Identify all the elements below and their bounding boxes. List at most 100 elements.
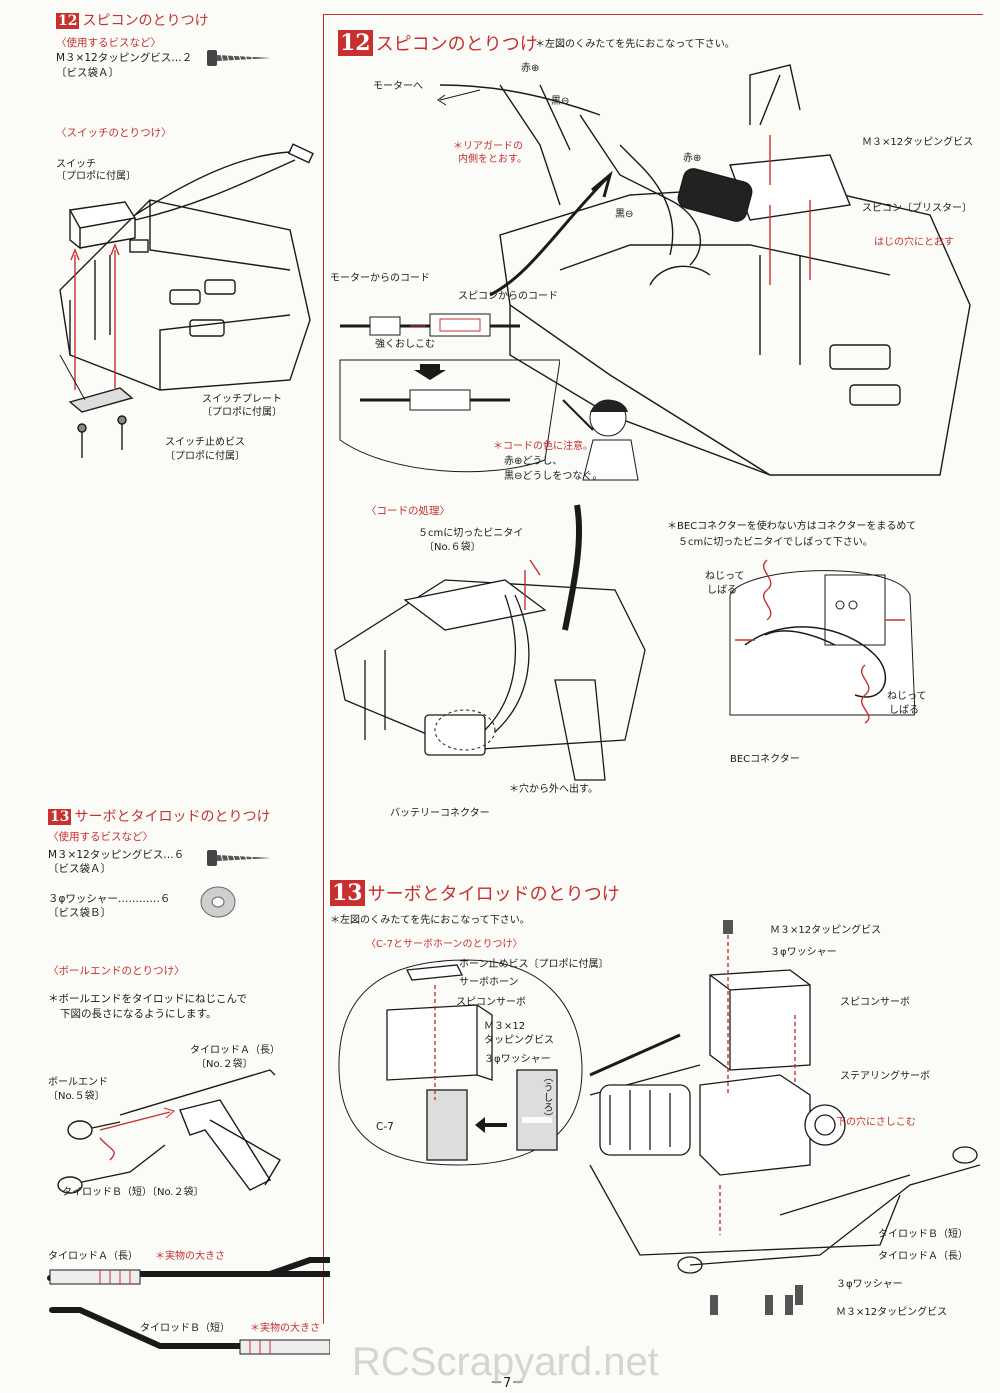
switch-label: スイッチ <box>56 159 96 170</box>
push-hard-label: 強くおしこむ <box>375 339 435 350</box>
red-plus-label: 赤⊕ <box>521 63 540 74</box>
column-divider <box>323 14 324 1324</box>
rod-a-label-right: タイロッドＡ（長） <box>878 1251 968 1262</box>
assembly-note: ＊左図のくみたてを先におこなって下さい。 <box>535 39 735 50</box>
edge-hole-label: はじの穴にとおす <box>874 237 954 248</box>
c7-label: C-7 <box>376 1121 394 1133</box>
actual-a-note: ＊実物の大きさ <box>155 1251 225 1262</box>
black-minus-label-2: 黒⊖ <box>615 209 634 220</box>
cord-heading: 〈コードの処理〉 <box>366 505 450 517</box>
section-number: 13 <box>330 880 365 906</box>
horn-screw-label: ホーン止めビス〔プロポに付属〕 <box>459 959 609 970</box>
section-title: スピコンのとりつけ <box>375 34 538 55</box>
section-number: 13 <box>48 809 72 825</box>
rear-guard-note-2: 内側をとおす。 <box>458 154 527 165</box>
spicon-cord-label: スピコンからのコード <box>458 291 558 302</box>
rod-a-label: タイロッドＡ（長） <box>190 1045 280 1056</box>
assembly-note: ＊左図のくみたてを先におこなって下さい。 <box>330 915 530 926</box>
section-number: 12 <box>56 13 80 29</box>
tapping-screw-label: タッピングビス <box>484 1035 554 1046</box>
screws-line: M３×12タッピングビス…２ <box>56 52 193 64</box>
section-title: サーボとタイロッドのとりつけ <box>74 809 271 825</box>
tapping-screw-icon <box>207 850 271 866</box>
switch-screw-note: 〔プロポに付属〕 <box>165 451 245 462</box>
servo-steering-diagram <box>589 920 980 1315</box>
spicon-servo-label: スピコンサーボ <box>456 997 526 1008</box>
bec-connector-label: BECコネクター <box>730 754 800 765</box>
ballend-note-2: 下図の長さになるようにします。 <box>60 1008 217 1020</box>
battery-connector-label: バッテリーコネクター <box>390 808 490 819</box>
rod-b-label-right: タイロッドＢ（短） <box>878 1229 968 1240</box>
servo-horn-label: サーボホーン <box>459 977 519 988</box>
rod-a-bag: 〔No.２袋〕 <box>196 1059 253 1070</box>
red-plus-label-2: 赤⊕ <box>683 153 702 164</box>
spicon-chassis-diagram <box>437 64 971 476</box>
steering-servo-label: ステアリングサーボ <box>840 1071 930 1082</box>
m3-screw-label: Ｍ３×12タッピングビス <box>862 137 974 148</box>
ballend-label: ボールエンド <box>48 1077 108 1088</box>
vinyl-tie-label: ５cmに切ったビニタイ <box>418 528 524 539</box>
cord-routing-diagram <box>334 504 646 781</box>
color-note-2: 赤⊕どうし、 <box>504 456 563 467</box>
tapping-screw-icon <box>207 50 271 66</box>
twist-label: ねじって <box>705 571 745 582</box>
switch-plate-label: スイッチプレート <box>202 394 282 405</box>
washer-label: ３φワッシャー <box>484 1054 551 1065</box>
ballend-note: ＊ボールエンドをタイロッドにねじこんで <box>48 993 247 1005</box>
twist-label-2: ねじって <box>887 691 927 702</box>
m3-bottom-label: Ｍ３×12タッピングビス <box>836 1307 948 1318</box>
tie-rod-a-actual-size <box>47 1257 330 1285</box>
washer-line: ３φワッシャー…………６ <box>48 893 171 905</box>
mechanic-character-icon <box>562 399 639 481</box>
actual-a-label: タイロッドＡ（長） <box>48 1251 138 1262</box>
tie-up-label: しばる <box>707 585 737 596</box>
switch-label-note: 〔プロポに付属〕 <box>56 171 136 182</box>
actual-b-label: タイロッドＢ（短） <box>140 1323 230 1334</box>
to-motor-label: モーターへ <box>373 81 423 92</box>
black-minus-label: 黒⊖ <box>551 96 570 107</box>
spicon-blister-label: スピコン〔ブリスター〕 <box>862 203 972 214</box>
section-title: スピコンのとりつけ <box>82 13 209 29</box>
c7-servo-horn-inset <box>338 959 583 1166</box>
horn-heading: 〈C-7とサーボホーンのとりつけ〉 <box>366 939 523 950</box>
back-label: （うしろ） <box>541 1072 552 1122</box>
ballend-bag: 〔No.５袋〕 <box>48 1091 105 1102</box>
ballend-heading: 〈ボールエンドのとりつけ〉 <box>48 965 185 977</box>
spicon-servo-label-2: スピコンサーボ <box>840 997 910 1008</box>
motor-cord-label: モーターからのコード <box>330 273 430 284</box>
section-title: サーボとタイロッドのとりつけ <box>367 884 620 905</box>
bec-note: ＊BECコネクターを使わない方はコネクターをまるめて <box>667 521 917 532</box>
m3-top-label: Ｍ３×12タッピングビス <box>770 925 882 936</box>
bec-connector-inset <box>729 559 915 724</box>
bec-note-2: ５cmに切ったビニタイでしばって下さい。 <box>678 537 873 548</box>
washer-top-label: ３φワッシャー <box>770 947 837 958</box>
vinyl-tie-bag: 〔No.６袋〕 <box>424 542 481 553</box>
color-note-3: 黒⊖どうしをつなぐ。 <box>504 471 603 482</box>
washer-icon <box>200 886 236 918</box>
through-hole-label: ＊穴から外へ出す。 <box>509 784 598 795</box>
screws-bag: 〔ビス袋Ａ〕 <box>48 863 111 875</box>
washer-bottom-label: ３φワッシャー <box>836 1279 903 1290</box>
switch-screw-label: スイッチ止めビス <box>165 437 245 448</box>
tie-up-label-2: しばる <box>889 705 919 716</box>
color-note: ＊コードの色に注意。 <box>493 441 593 452</box>
switch-plate-note: 〔プロポに付属〕 <box>202 407 282 418</box>
rod-b-label: タイロッドＢ（短）〔No.２袋〕 <box>62 1187 204 1198</box>
page-number: －7－ <box>490 1376 525 1391</box>
cord-connection-inset <box>339 313 560 473</box>
screws-bag: 〔ビス袋Ａ〕 <box>56 67 119 79</box>
switch-mount-diagram <box>59 143 314 458</box>
actual-b-note: ＊実物の大きさ <box>250 1323 320 1334</box>
screws-line: M３×12タッピングビス…６ <box>48 849 185 861</box>
switch-heading: 〈スイッチのとりつけ〉 <box>56 127 172 139</box>
section-number: 12 <box>338 30 373 56</box>
washer-bag: 〔ビス袋Ｂ〕 <box>48 907 111 919</box>
screws-heading: 〈使用するビスなど〉 <box>48 831 153 843</box>
ballend-assembly-diagram <box>57 1069 281 1194</box>
m3-label: Ｍ３×12 <box>484 1021 526 1032</box>
watermark-text: RCScrapyard.net <box>352 1340 659 1384</box>
rear-guard-note: ＊リアガードの <box>453 141 523 152</box>
